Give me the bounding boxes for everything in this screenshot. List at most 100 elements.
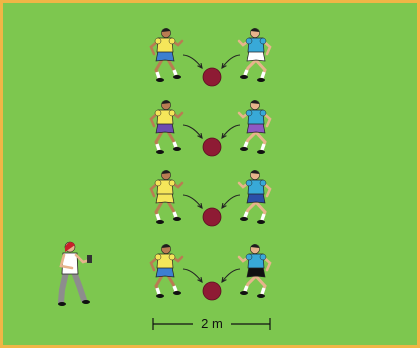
boot — [240, 75, 248, 79]
sock — [243, 285, 249, 292]
ball-4 — [202, 281, 222, 301]
coach — [58, 241, 92, 306]
boot — [257, 294, 265, 298]
sock — [260, 143, 266, 151]
ball-1 — [202, 67, 222, 87]
hair — [161, 170, 171, 174]
boot — [173, 75, 181, 79]
shoe — [82, 300, 90, 304]
arrow-head — [197, 132, 203, 140]
sleeve — [259, 253, 267, 261]
boot — [240, 147, 248, 151]
shorts — [246, 266, 266, 278]
leg — [71, 269, 87, 303]
arrow-left-2 — [182, 124, 203, 140]
sleeve — [154, 109, 162, 117]
measure-label: 2 m — [201, 316, 223, 331]
hair — [250, 100, 260, 104]
sleeve — [154, 179, 162, 187]
boot — [156, 220, 164, 224]
shorts — [155, 50, 175, 62]
sock — [172, 69, 178, 76]
ball-3 — [202, 207, 222, 227]
shorts — [246, 192, 266, 204]
arrow-path — [221, 268, 241, 283]
boot — [257, 78, 265, 82]
arrow-head — [221, 132, 227, 140]
sock — [243, 69, 249, 76]
sock — [260, 287, 266, 295]
arrow-left-3 — [182, 194, 203, 210]
arrow-left-4 — [182, 268, 203, 284]
shorts — [246, 122, 266, 134]
clipboard — [87, 255, 92, 263]
hair — [161, 100, 171, 104]
sleeve — [168, 37, 176, 45]
boot — [156, 294, 164, 298]
arrow-path — [182, 194, 203, 209]
arrow-path — [221, 124, 241, 139]
sock — [260, 213, 266, 221]
sleeve — [168, 179, 176, 187]
boot — [257, 220, 265, 224]
defender-player-4 — [237, 244, 272, 298]
ball-2 — [202, 137, 222, 157]
hair — [250, 244, 260, 248]
defender-player-3 — [237, 170, 272, 224]
sock — [155, 143, 161, 151]
sleeve — [259, 179, 267, 187]
drill-stage — [58, 28, 272, 306]
attacker-player-1 — [149, 28, 184, 82]
shorts — [155, 192, 175, 204]
sleeve — [245, 179, 253, 187]
attacker-player-3 — [149, 170, 184, 224]
distance-measure: 2 m — [152, 314, 271, 332]
sock — [260, 71, 266, 79]
hair — [250, 170, 260, 174]
arrow-right-2 — [221, 124, 241, 140]
sock — [155, 213, 161, 221]
sock — [172, 211, 178, 218]
boot — [173, 147, 181, 151]
boot — [240, 291, 248, 295]
defender-player-2 — [237, 100, 272, 154]
arrow-right-3 — [221, 194, 241, 210]
sleeve — [245, 253, 253, 261]
sock — [155, 287, 161, 295]
hair — [65, 241, 75, 252]
arrow-path — [182, 268, 203, 283]
sock — [172, 285, 178, 292]
sock — [243, 141, 249, 148]
arrow-left-1 — [182, 54, 203, 70]
arrow-right-4 — [221, 268, 241, 284]
sock — [172, 141, 178, 148]
shorts — [155, 266, 175, 278]
boot — [257, 150, 265, 154]
arrow-head — [197, 276, 203, 284]
defender-player-1 — [237, 28, 272, 82]
sock — [155, 71, 161, 79]
hair — [161, 244, 171, 248]
arrow-right-1 — [221, 54, 241, 70]
measure-label-bg — [193, 314, 231, 332]
leg — [58, 269, 69, 305]
arm — [59, 253, 74, 270]
boot — [173, 291, 181, 295]
sleeve — [168, 253, 176, 261]
boot — [156, 78, 164, 82]
arrow-head — [221, 62, 227, 70]
boot — [173, 217, 181, 221]
attacker-player-4 — [149, 244, 184, 298]
sock — [243, 211, 249, 218]
arrow-head — [197, 62, 203, 70]
arrow-path — [221, 194, 241, 209]
arrow-head — [221, 276, 227, 284]
sleeve — [168, 109, 176, 117]
sleeve — [154, 253, 162, 261]
boot — [240, 217, 248, 221]
hair — [161, 28, 171, 32]
arrow-head — [221, 202, 227, 210]
arrow-path — [221, 54, 241, 69]
arrow-head — [197, 202, 203, 210]
